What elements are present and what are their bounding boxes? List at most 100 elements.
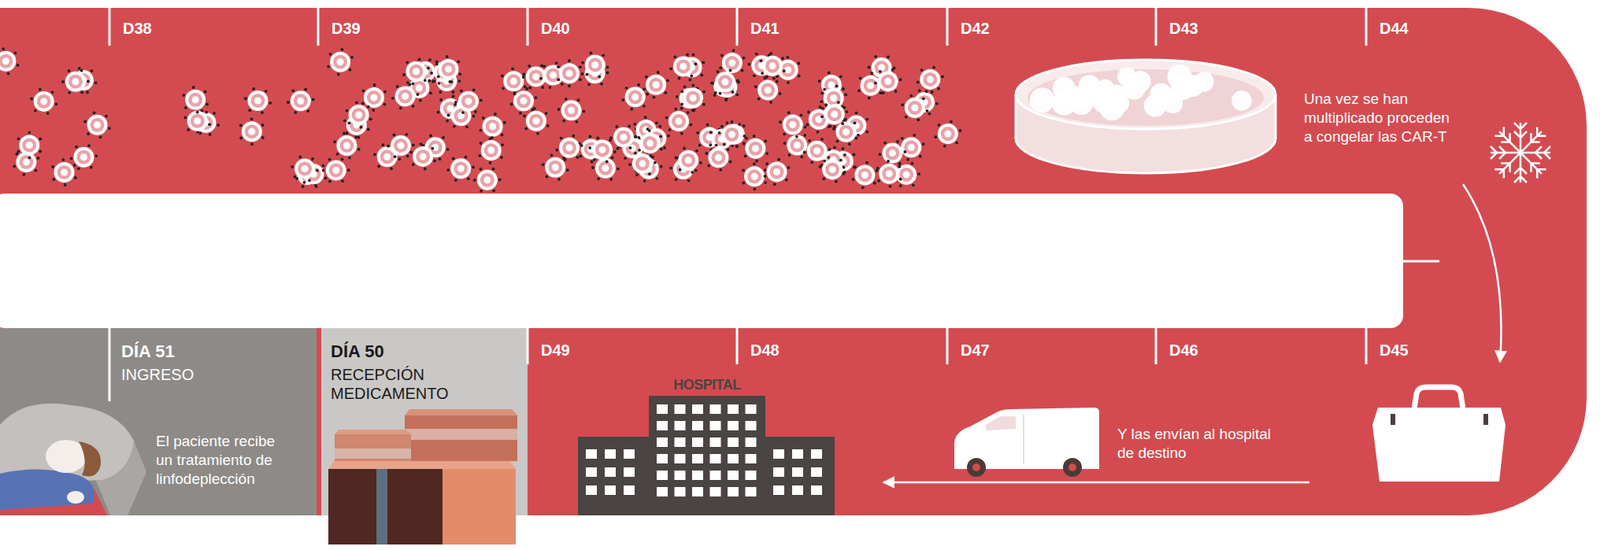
car-t-cell [527,64,531,68]
car-t-cell [714,91,718,95]
car-t-cell [729,160,733,164]
hospital-building [623,485,635,496]
car-t-cell [778,111,807,138]
car-t-cell [435,55,462,84]
car-t-cell [828,148,832,152]
car-t-cell [251,93,266,108]
car-t-cell [500,143,504,147]
car-t-cell [899,184,903,188]
flow-arrow [883,481,1310,485]
car-t-cell [822,159,826,163]
car-t-cell [471,166,475,170]
car-t-cell [87,114,108,136]
car-t-cell [576,155,580,160]
car-t-cell [822,159,843,180]
car-t-cell [904,97,926,119]
hospital-building [745,487,757,497]
car-t-cell [393,155,397,159]
transport-case [1483,414,1489,426]
car-t-cell [642,104,646,108]
car-t-cell [485,119,500,134]
car-t-cell [827,107,842,122]
car-t-cell [716,70,720,74]
hospital-building [773,467,785,478]
car-t-cell [648,77,663,93]
car-t-cell [765,162,769,166]
hospital-building [811,467,823,478]
car-t-cell [411,143,415,147]
car-t-cell [303,181,307,185]
car-t-cell [707,164,711,168]
car-t-cell [479,112,507,141]
car-t-cell [333,55,348,70]
van-icon [1062,458,1082,478]
car-t-cell [567,107,575,115]
car-t-cell [844,118,848,122]
car-t-cell [769,51,773,56]
car-t-cell [842,128,850,136]
car-t-cell [843,170,847,175]
car-t-cell [789,138,804,153]
car-t-cell [783,141,787,145]
car-t-cell [666,134,671,138]
car-t-cell [839,75,843,79]
car-t-cell [694,62,698,67]
car-t-cell [591,61,599,69]
car-t-cell [483,176,491,184]
car-t-cell [473,178,477,182]
patient-illustration [0,403,147,516]
car-t-cell [891,68,895,72]
van-icon [1022,414,1025,465]
car-t-cell [532,117,540,125]
hospital-building [727,454,739,464]
car-t-cell [725,55,740,71]
car-t-cell [77,66,82,71]
hospital-building [604,467,616,478]
car-t-cell [627,124,631,128]
car-t-cell [444,65,452,73]
car-t-cell [479,99,483,103]
car-t-cell [544,157,566,178]
car-t-cell [393,138,408,153]
car-t-cell [51,177,56,182]
car-t-cell [680,107,684,111]
car-t-cell [606,71,610,75]
day-label: D41 [750,18,780,38]
car-t-cell [714,154,723,162]
car-t-cell [239,137,243,141]
car-t-cell [192,96,200,104]
car-t-cell [93,121,101,129]
car-t-cell [412,146,434,167]
hospital-building [745,437,757,448]
car-t-cell [61,69,90,95]
car-t-cell [595,142,610,157]
car-t-cell [722,143,726,147]
car-t-cell [899,77,903,82]
car-t-cell [328,180,332,184]
car-t-cell [326,48,354,76]
car-t-cell [664,91,668,95]
car-t-cell [314,185,319,189]
petri-dish [1029,64,1252,121]
car-t-cell [861,185,865,189]
transport-case [1414,387,1463,410]
car-t-cell [765,59,780,74]
car-t-cell [479,141,483,145]
medication-boxes [328,461,516,470]
car-t-cell [581,72,585,76]
car-t-cell [190,114,205,129]
car-t-cell [589,51,593,56]
hospital-building [745,470,757,481]
car-t-cell [409,64,424,79]
car-t-cell [822,177,826,181]
snowflake-icon [1500,159,1515,173]
car-t-cell [633,122,637,126]
car-t-cell [919,69,941,90]
snowflake-icon [1494,126,1546,178]
car-t-cell [718,66,723,70]
car-t-cell [600,82,604,86]
car-t-cell [904,115,908,119]
hospital-building [585,449,597,460]
car-t-cell [940,75,945,79]
car-t-cell [807,140,828,162]
